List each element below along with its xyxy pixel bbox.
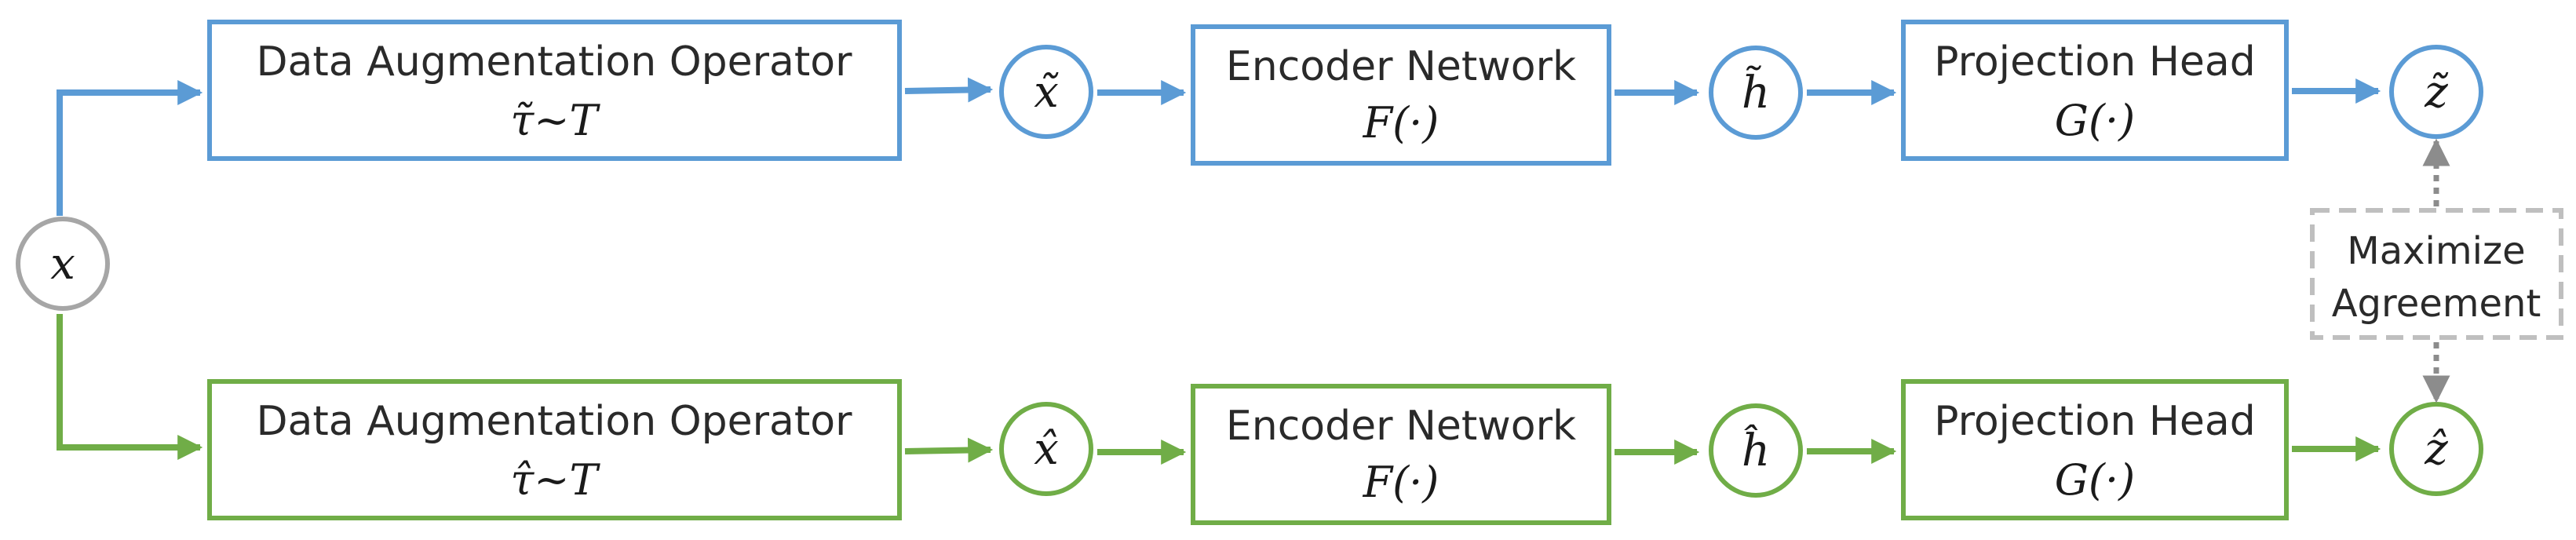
bottom-augmentation-box: Data Augmentation Operator τ̂~T xyxy=(207,379,902,520)
maximize-agreement-line2: Agreement xyxy=(2332,282,2541,326)
maximize-agreement-box: Maximize Agreement xyxy=(2310,208,2563,340)
top-encoder-title: Encoder Network xyxy=(1226,43,1576,90)
top-arrow-aug-to-x xyxy=(904,77,994,103)
bottom-augmentation-formula: τ̂~T xyxy=(510,455,600,505)
bottom-x-node-label: x̂ xyxy=(1034,424,1059,475)
bottom-projection-title: Projection Head xyxy=(1934,398,2256,445)
top-x-node: x̃ xyxy=(999,45,1093,139)
bottom-augmentation-title: Data Augmentation Operator xyxy=(257,398,853,445)
bottom-h-node-label: ĥ xyxy=(1742,425,1770,476)
top-h-node: h̃ xyxy=(1709,46,1803,140)
top-encoder-box: Encoder Network F(·) xyxy=(1191,24,1611,166)
top-h-node-label: h̃ xyxy=(1742,65,1770,119)
top-projection-box: Projection Head G(·) xyxy=(1901,20,2289,161)
bottom-projection-box: Projection Head G(·) xyxy=(1901,379,2289,520)
maximize-agreement-line1: Maximize xyxy=(2347,229,2525,273)
bottom-h-node: ĥ xyxy=(1709,403,1803,498)
top-augmentation-formula: τ̃~T xyxy=(510,96,600,145)
bottom-x-node: x̂ xyxy=(999,402,1093,496)
top-augmentation-box: Data Augmentation Operator τ̃~T xyxy=(207,20,902,161)
bottom-z-node-label: ẑ xyxy=(2424,424,2448,475)
top-z-node: z̃ xyxy=(2389,45,2483,139)
bottom-arrow-aug-to-x xyxy=(904,437,994,463)
bottom-z-node: ẑ xyxy=(2389,402,2483,496)
input-node: x xyxy=(16,217,110,311)
top-x-node-label: x̃ xyxy=(1034,67,1059,118)
top-projection-title: Projection Head xyxy=(1934,38,2256,86)
top-z-node-label: z̃ xyxy=(2424,67,2449,118)
bottom-projection-formula: G(·) xyxy=(2055,455,2135,505)
top-branch-arrow xyxy=(57,80,203,216)
top-encoder-formula: F(·) xyxy=(1363,98,1439,148)
bottom-branch-arrow xyxy=(57,314,203,460)
input-node-label: x xyxy=(50,239,75,290)
bottom-encoder-formula: F(·) xyxy=(1363,458,1439,507)
bottom-encoder-title: Encoder Network xyxy=(1226,403,1576,450)
top-projection-formula: G(·) xyxy=(2055,96,2135,145)
bottom-encoder-box: Encoder Network F(·) xyxy=(1191,384,1611,525)
top-augmentation-title: Data Augmentation Operator xyxy=(257,38,853,86)
